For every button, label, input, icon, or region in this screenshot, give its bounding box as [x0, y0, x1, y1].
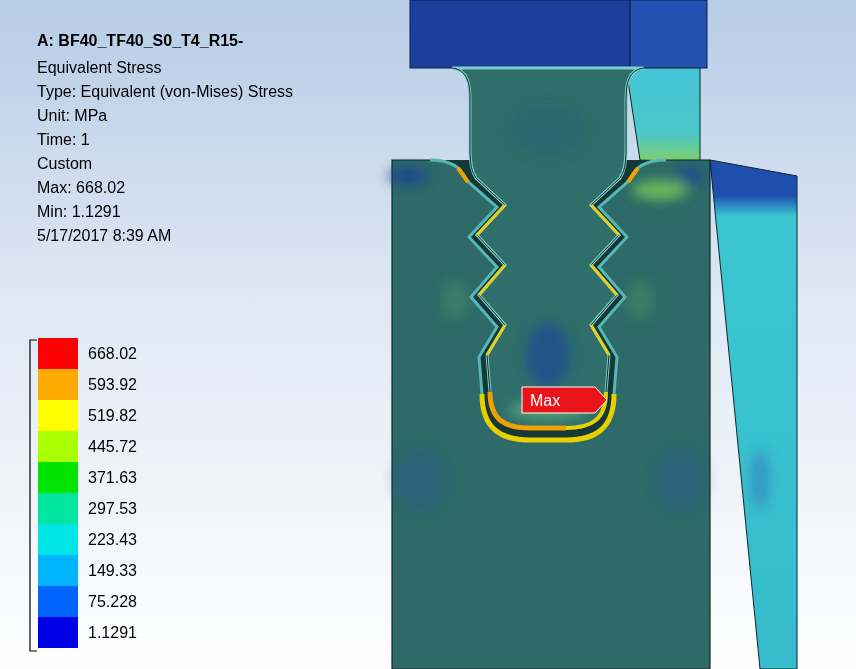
legend-swatch	[38, 493, 78, 524]
shank-side-face	[626, 68, 700, 162]
legend-swatch	[38, 524, 78, 555]
disk-side-face	[710, 160, 797, 669]
max-flag	[522, 387, 607, 413]
legend-swatch	[38, 462, 78, 493]
legend-swatch	[38, 586, 78, 617]
legend-value: 445.72	[88, 437, 137, 456]
legend-value: 371.63	[88, 468, 137, 487]
platform-side-face	[630, 0, 707, 68]
lobe-hotspot	[477, 205, 619, 355]
legend-value: 1.1291	[88, 623, 137, 642]
legend-swatch	[38, 431, 78, 462]
legend-value: 75.228	[88, 592, 137, 611]
result-info: Max: 668.02	[37, 178, 125, 197]
result-info: Custom	[37, 154, 92, 173]
result-info: Min: 1.1291	[37, 202, 121, 221]
result-title: A: BF40_TF40_S0_T4_R15-	[37, 31, 243, 50]
result-info: Time: 1	[37, 130, 90, 149]
blade-root	[452, 68, 644, 428]
legend-swatch	[38, 555, 78, 586]
legend-value: 668.02	[88, 344, 137, 363]
legend-swatch	[38, 400, 78, 431]
legend-bracket	[30, 340, 37, 651]
blade-root-edge	[452, 68, 644, 428]
legend-swatch	[38, 338, 78, 369]
max-marker-label: Max	[530, 391, 560, 410]
result-info: 5/17/2017 8:39 AM	[37, 226, 171, 245]
blade-contours	[508, 105, 588, 420]
blade-platform	[410, 0, 630, 68]
legend-swatch	[38, 617, 78, 648]
result-info: Equivalent Stress	[37, 58, 162, 77]
legend-value: 519.82	[88, 406, 137, 425]
legend-value: 297.53	[88, 499, 137, 518]
legend-value: 149.33	[88, 561, 137, 580]
legend-swatch	[38, 369, 78, 400]
result-info: Type: Equivalent (von-Mises) Stress	[37, 82, 293, 101]
legend-value: 223.43	[88, 530, 137, 549]
legend-value: 593.92	[88, 375, 137, 394]
result-info: Unit: MPa	[37, 106, 107, 125]
